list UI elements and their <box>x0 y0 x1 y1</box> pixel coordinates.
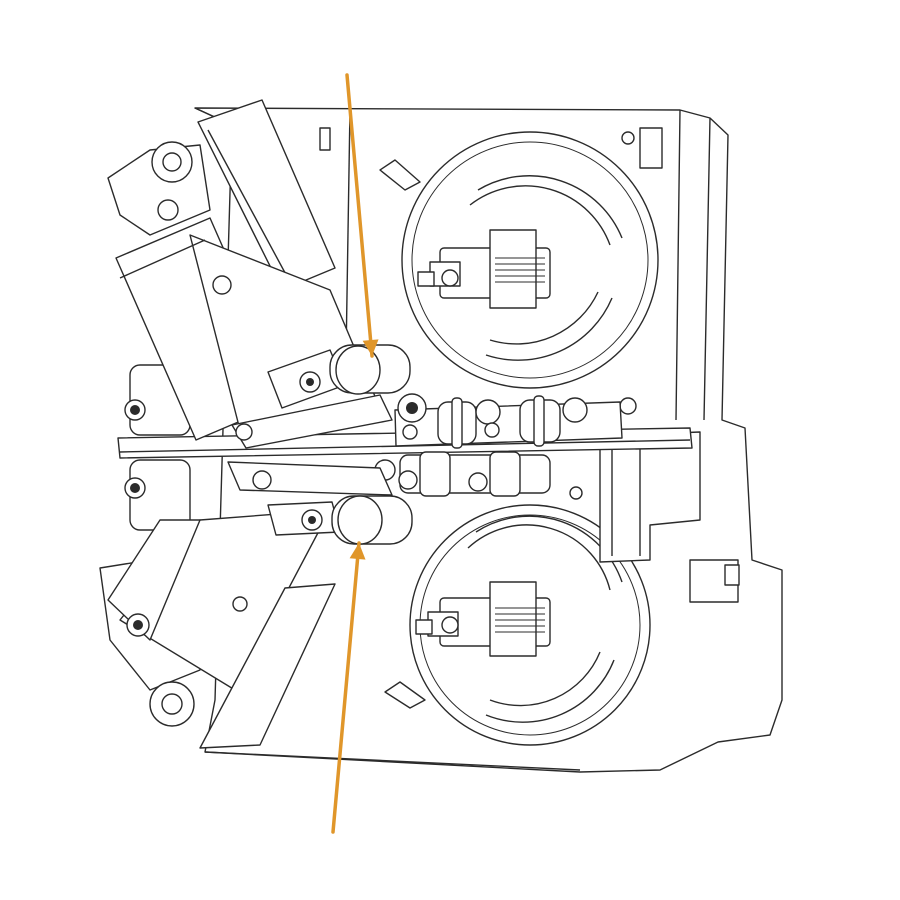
lower-spool-hub <box>415 581 551 657</box>
upper-spool-hub <box>417 229 551 309</box>
upper-print-head-carriage <box>115 99 411 449</box>
lower-rollers <box>374 422 551 497</box>
upper-print-head-pointer-line <box>345 73 374 358</box>
lower-print-head-carriage <box>107 461 581 771</box>
upper-rollers <box>397 393 588 449</box>
lower-print-head-pointer-line <box>331 541 361 834</box>
pointer-arrows <box>331 73 379 834</box>
right-bracket <box>599 431 740 603</box>
lower-print-head-pointer-head <box>349 543 366 560</box>
upper-print-head-pointer-head <box>362 339 379 356</box>
